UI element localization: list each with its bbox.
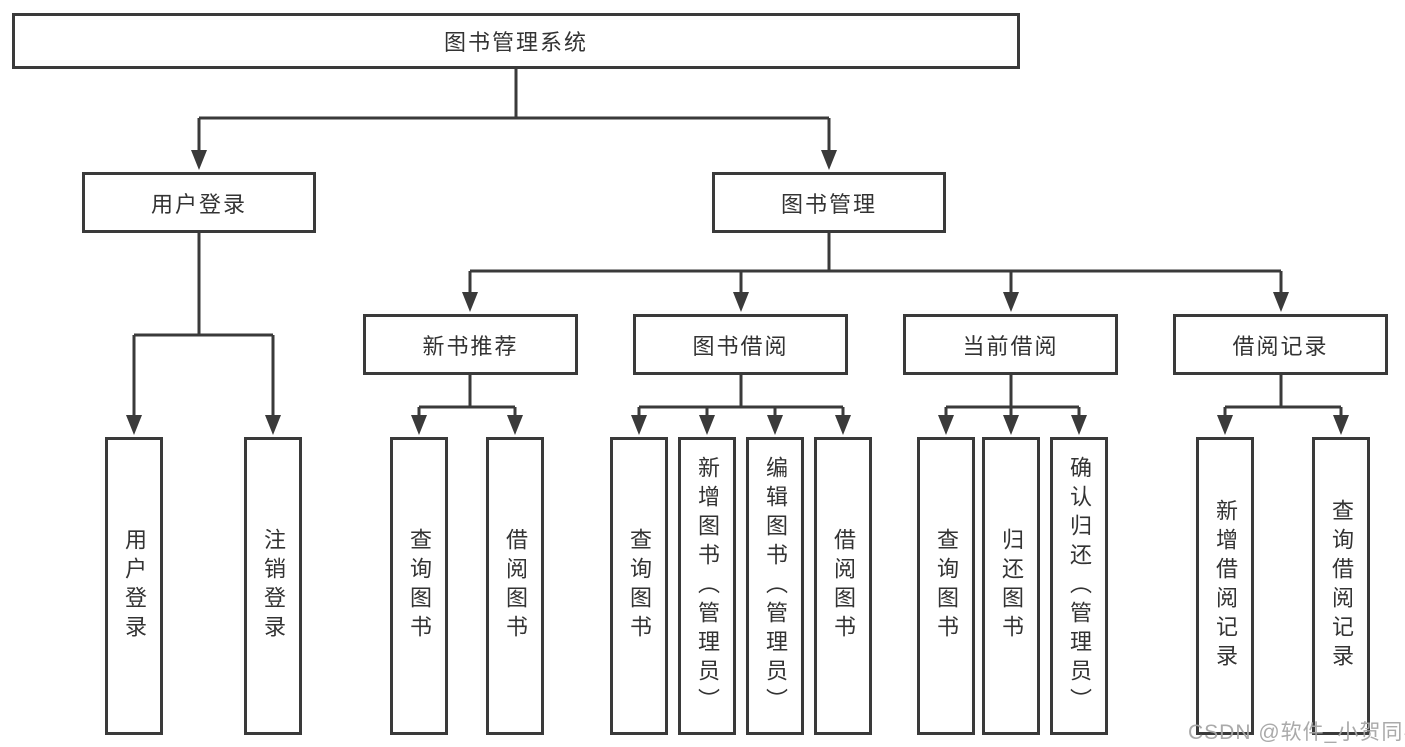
node-book-borrowing: 图书借阅 — [633, 314, 848, 375]
node-label: 当前借阅 — [962, 333, 1059, 359]
leaf-label: 查询图书 — [627, 528, 652, 644]
leaf-label: 编辑图书（管理员） — [763, 455, 788, 717]
leaf-user-login: 用户登录 — [105, 437, 163, 735]
leaf-label: 新增借阅记录 — [1213, 499, 1238, 673]
leaf-query-books: 查询图书 — [390, 437, 448, 735]
leaf-add-borrow-record: 新增借阅记录 — [1196, 437, 1254, 735]
node-label: 借阅记录 — [1232, 333, 1329, 359]
node-new-book-recommendation: 新书推荐 — [363, 314, 578, 375]
node-book-management-branch: 图书管理 — [712, 172, 946, 233]
node-current-borrowing: 当前借阅 — [903, 314, 1118, 375]
leaf-return-books: 归还图书 — [982, 437, 1040, 735]
leaf-confirm-return-admin: 确认归还（管理员） — [1050, 437, 1108, 735]
arrowheads — [126, 150, 1349, 435]
leaf-query-books: 查询图书 — [917, 437, 975, 735]
node-root-system: 图书管理系统 — [12, 13, 1020, 69]
node-label: 图书管理 — [780, 191, 877, 217]
node-label: 新书推荐 — [422, 333, 519, 359]
leaf-add-books-admin: 新增图书（管理员） — [678, 437, 736, 735]
node-root-label: 图书管理系统 — [443, 30, 588, 55]
leaf-label: 查询借阅记录 — [1329, 499, 1354, 673]
leaf-label: 借阅图书 — [503, 528, 528, 644]
leaf-borrow-books: 借阅图书 — [486, 437, 544, 735]
csdn-watermark: CSDN @软件_小贺同学 — [1188, 721, 1405, 744]
leaf-label: 新增图书（管理员） — [695, 455, 720, 717]
leaf-edit-books-admin: 编辑图书（管理员） — [746, 437, 804, 735]
leaf-label: 借阅图书 — [831, 528, 856, 644]
leaf-label: 注销登录 — [261, 528, 286, 644]
node-label: 图书借阅 — [692, 333, 789, 359]
leaf-query-books: 查询图书 — [610, 437, 668, 735]
leaf-label: 确认归还（管理员） — [1067, 455, 1092, 717]
leaf-label: 用户登录 — [122, 528, 147, 644]
leaf-borrow-books: 借阅图书 — [814, 437, 872, 735]
leaf-label: 归还图书 — [999, 528, 1024, 644]
leaf-query-borrow-record: 查询借阅记录 — [1312, 437, 1370, 735]
node-borrowing-records: 借阅记录 — [1173, 314, 1388, 375]
node-user-login-branch: 用户登录 — [82, 172, 316, 233]
leaf-logout: 注销登录 — [244, 437, 302, 735]
node-label: 用户登录 — [150, 191, 247, 217]
leaf-label: 查询图书 — [407, 528, 432, 644]
leaf-label: 查询图书 — [934, 528, 959, 644]
